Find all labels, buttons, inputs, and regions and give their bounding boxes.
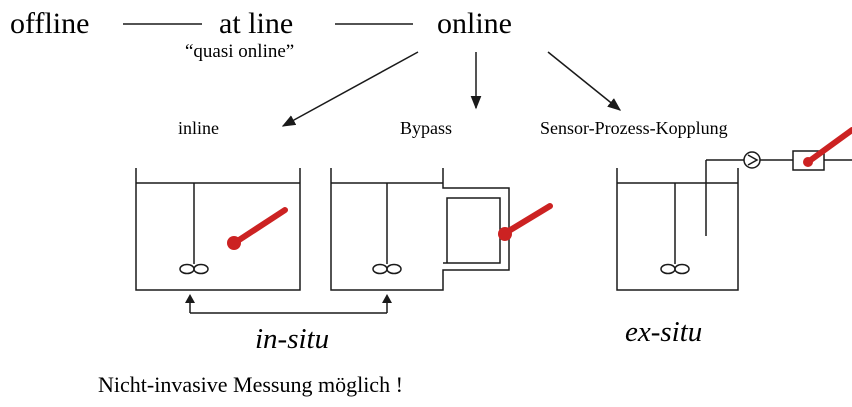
bracket-arrowhead-left [185,294,195,303]
sensor-probe-inline [227,207,288,250]
label-quasi-online: “quasi online” [185,41,295,62]
in-situ-bracket [189,300,388,314]
label-sensor-process-coupling: Sensor-Prozess-Kopplung [540,118,728,138]
sensor-probe-flowcell [803,127,852,167]
label-inline: inline [178,118,219,138]
sensor-probe-bypass [498,203,553,241]
note-non-invasive: Nicht-invasive Messung möglich ! [98,372,403,397]
label-ex-situ: ex-situ [625,316,703,348]
label-offline: offline [10,7,90,40]
arrow-to-sensor-coupling [547,51,622,111]
arrow-to-inline [281,51,419,127]
vessel-coupling [616,150,852,291]
bracket-arrowhead-right [382,294,392,303]
label-online: online [437,7,512,40]
vessel-inline [135,168,301,291]
vessel-bypass [330,168,510,291]
label-in-situ: in-situ [255,323,330,355]
label-bypass: Bypass [400,118,453,138]
label-at-line: at line [219,7,294,40]
